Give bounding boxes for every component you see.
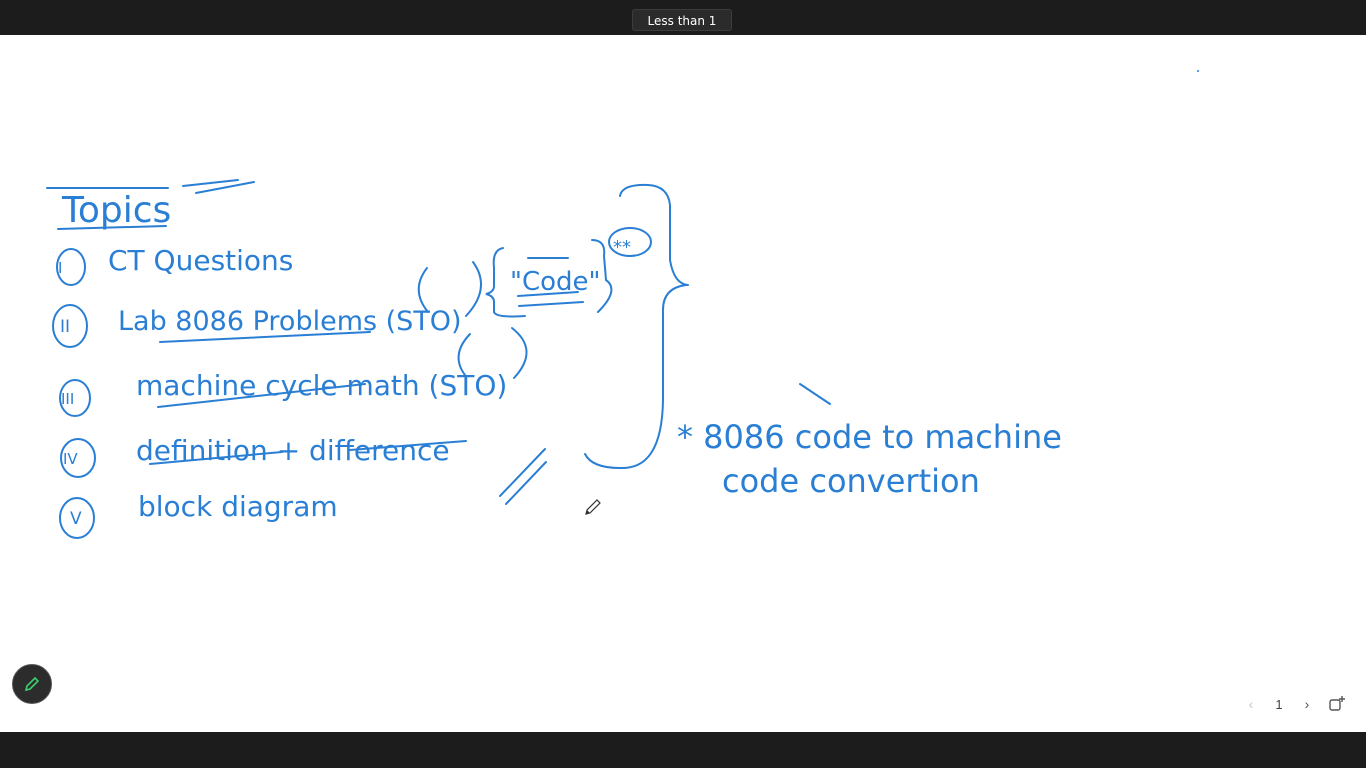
page-number: 1	[1275, 696, 1283, 712]
notes-title: Topics	[61, 190, 171, 231]
bottom-bar	[0, 732, 1366, 768]
item-2-num: II	[60, 317, 70, 337]
item-2-text: Lab 8086 Problems (STO)	[118, 306, 462, 337]
item-1-text: CT Questions	[108, 244, 293, 277]
add-page-button[interactable]	[1326, 693, 1348, 715]
pen-tool-button[interactable]	[12, 664, 52, 704]
next-page-button[interactable]: ›	[1296, 693, 1318, 715]
chevron-left-icon: ‹	[1248, 696, 1254, 712]
whiteboard-canvas[interactable]	[0, 35, 1366, 732]
add-page-icon	[1329, 696, 1345, 711]
side-note-line2: code convertion	[722, 462, 980, 500]
item-4-num: IV	[63, 450, 78, 468]
code-note: "Code"	[510, 267, 600, 297]
circle-1	[56, 248, 86, 286]
page-navigation: ‹ 1 ›	[1240, 692, 1348, 716]
item-3-text: machine cycle math (STO)	[136, 369, 507, 402]
top-bar: Less than 1 minute	[0, 0, 1366, 50]
stars-note: **	[613, 237, 631, 258]
item-5-text: block diagram	[138, 490, 338, 523]
item-1-num: I	[58, 259, 62, 277]
item-3-num: III	[61, 390, 74, 408]
pen-icon	[24, 676, 40, 692]
prev-page-button[interactable]: ‹	[1240, 693, 1262, 715]
chevron-right-icon: ›	[1304, 696, 1310, 712]
side-note-line1: * 8086 code to machine	[677, 418, 1062, 456]
pen-cursor-icon	[585, 499, 601, 515]
item-5-num: V	[70, 509, 82, 529]
item-4-text: definition + difference	[136, 434, 450, 467]
